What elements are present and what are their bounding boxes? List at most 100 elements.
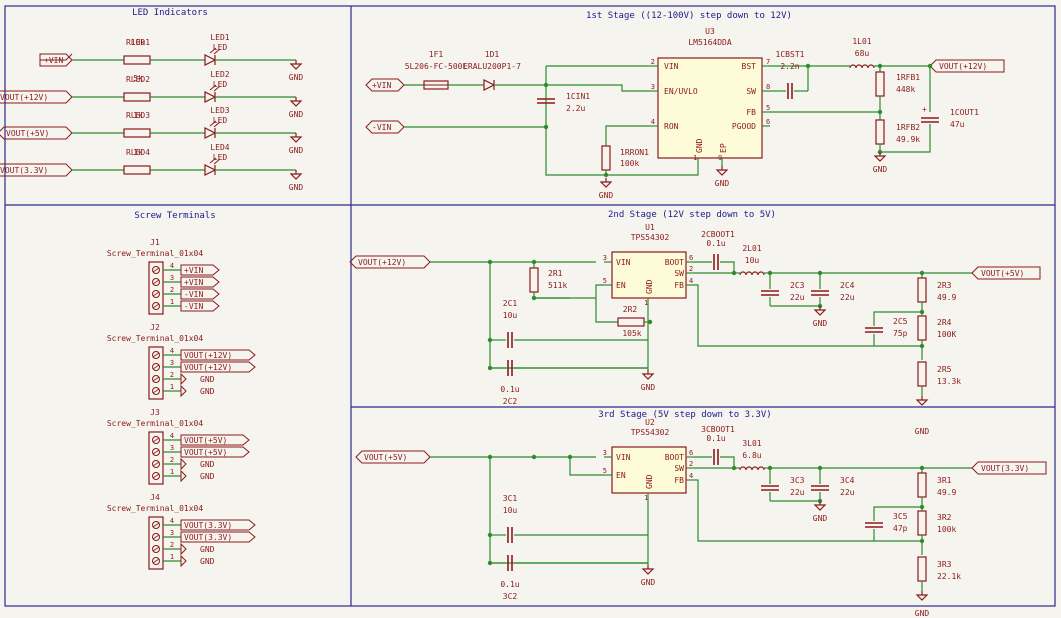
terminal-net-label: GND <box>200 375 215 384</box>
ic-pin-number: 3 <box>651 83 655 91</box>
ground-label: GND <box>813 319 828 328</box>
terminal-pin-number: 2 <box>170 541 174 549</box>
screw-terminal-block: J1Screw_Terminal_01x044+VIN3+VIN2-VIN1-V… <box>107 238 220 315</box>
inductor-ref: 2L01 <box>742 244 761 253</box>
capacitor-value: 47p <box>893 524 908 533</box>
terminal-net-label: +VIN <box>184 266 203 275</box>
resistor-ref: 2R4 <box>937 318 952 327</box>
screw-slot <box>152 364 160 370</box>
led-indicators-group: +VINGNDRLED1LED1LEDVOUT(+12V)GNDRLED2LED… <box>0 33 303 192</box>
capacitor-value: 0.1u <box>706 434 725 443</box>
junction-dot <box>531 454 537 460</box>
ground-icon <box>641 373 655 380</box>
net-flag-icon <box>971 266 1041 280</box>
resistor-ref: RLED3 <box>126 111 150 120</box>
ground-label: GND <box>915 427 930 436</box>
capacitor-ref: 3C5 <box>893 512 908 521</box>
terminal-pin-number: 3 <box>170 274 174 282</box>
led-ref: LED1 <box>210 33 229 42</box>
ic-pin-number: 5 <box>603 467 607 475</box>
net-flag-label: VOUT(+5V) <box>6 129 49 138</box>
resistor-ref: 2R1 <box>548 269 563 278</box>
stage3-group: VOUT(+5V)3C110u0.1u3C2U2TPS54302VIN3EN5B… <box>355 418 1047 601</box>
led-ref: LED3 <box>210 106 229 115</box>
screw-icon <box>152 472 160 480</box>
resistor-value: 10k <box>131 38 146 47</box>
terminal-value: Screw_Terminal_01x04 <box>107 419 204 428</box>
led-arrow-icon <box>209 157 217 164</box>
capacitor-ref: 1CIN1 <box>566 92 590 101</box>
ic-pin-number: 1 <box>693 154 697 162</box>
diode-value: ERALU200P1-7 <box>463 62 521 71</box>
wire <box>595 298 618 323</box>
junction-dot <box>927 63 933 69</box>
capacitor-ref: 2C5 <box>893 317 908 326</box>
resistor-body <box>601 145 611 171</box>
screw-icon <box>152 460 160 468</box>
ic-pin-number: 3 <box>603 449 607 457</box>
capacitor-ref: 2CBOOT1 <box>701 230 735 239</box>
led-value: LED <box>213 43 228 52</box>
terminal-net-label: VOUT(3.3V) <box>184 521 232 530</box>
ground-icon <box>813 309 827 316</box>
net-flag-icon <box>180 531 256 543</box>
led-ref: LED4 <box>210 143 229 152</box>
ground-icon <box>180 384 187 398</box>
screw-icon <box>152 387 160 395</box>
net-flag-label: +VIN <box>372 81 391 90</box>
resistor-value: 100K <box>937 330 956 339</box>
ground-label: GND <box>915 609 930 618</box>
terminal-pin-number: 4 <box>170 262 174 270</box>
screw-slot <box>152 376 160 382</box>
net-flag-icon <box>0 90 73 104</box>
resistor-body <box>917 510 927 536</box>
junction-dot <box>567 454 573 460</box>
ground-label: GND <box>599 191 614 200</box>
wire <box>569 457 604 476</box>
ic-pin-number: 6 <box>766 118 770 126</box>
resistor-ref: 1RFB2 <box>896 123 920 132</box>
capacitor-value: 2.2u <box>566 104 585 113</box>
resistor-ref: 3R1 <box>937 476 952 485</box>
junction-dot <box>877 109 883 115</box>
ic-pin-name: PGOOD <box>732 122 756 131</box>
capacitor-value: 22u <box>840 293 855 302</box>
ic-pin-name: SW <box>746 87 756 96</box>
capacitor-value: 0.1u <box>706 239 725 248</box>
net-flag-label: +VIN <box>44 56 63 65</box>
led-arrow-icon <box>213 158 221 165</box>
title-stage1: 1st Stage ((12-100V) step down to 12V) <box>586 11 792 21</box>
resistor-value: 49.9 <box>937 293 956 302</box>
resistor-body <box>917 315 927 341</box>
inductor-ref: 1L01 <box>852 37 871 46</box>
resistor-ref: 3R2 <box>937 513 952 522</box>
capacitor-value: 2.2n <box>780 62 799 71</box>
title-stage2: 2nd Stage (12V step down to 5V) <box>608 210 776 220</box>
ground-icon <box>915 594 929 601</box>
ic-pin-name: VIN <box>664 62 679 71</box>
ic-value: LM5164DDA <box>688 38 732 47</box>
resistor-body <box>917 277 927 303</box>
net-flag-icon <box>180 288 220 300</box>
terminal-net-label: GND <box>200 460 215 469</box>
resistor-body <box>123 55 151 65</box>
ground-icon <box>180 554 187 568</box>
wire <box>880 124 931 153</box>
ic-ref: U2 <box>645 418 655 427</box>
capacitor-ref: 2C1 <box>503 299 518 308</box>
resistor-body <box>123 165 151 175</box>
capacitor-ref: 2C2 <box>503 397 518 406</box>
screw-icon <box>152 533 160 541</box>
ground-label: GND <box>289 73 304 82</box>
ground-icon <box>873 155 887 162</box>
net-flag-icon <box>180 434 250 446</box>
resistor-value: 511k <box>548 281 567 290</box>
terminal-pin-number: 4 <box>170 517 174 525</box>
ground-icon <box>641 568 655 575</box>
capacitor-ref: 3C2 <box>503 592 518 601</box>
screw-slot <box>152 558 160 564</box>
ic-body <box>611 251 687 299</box>
ground-label: GND <box>873 165 888 174</box>
